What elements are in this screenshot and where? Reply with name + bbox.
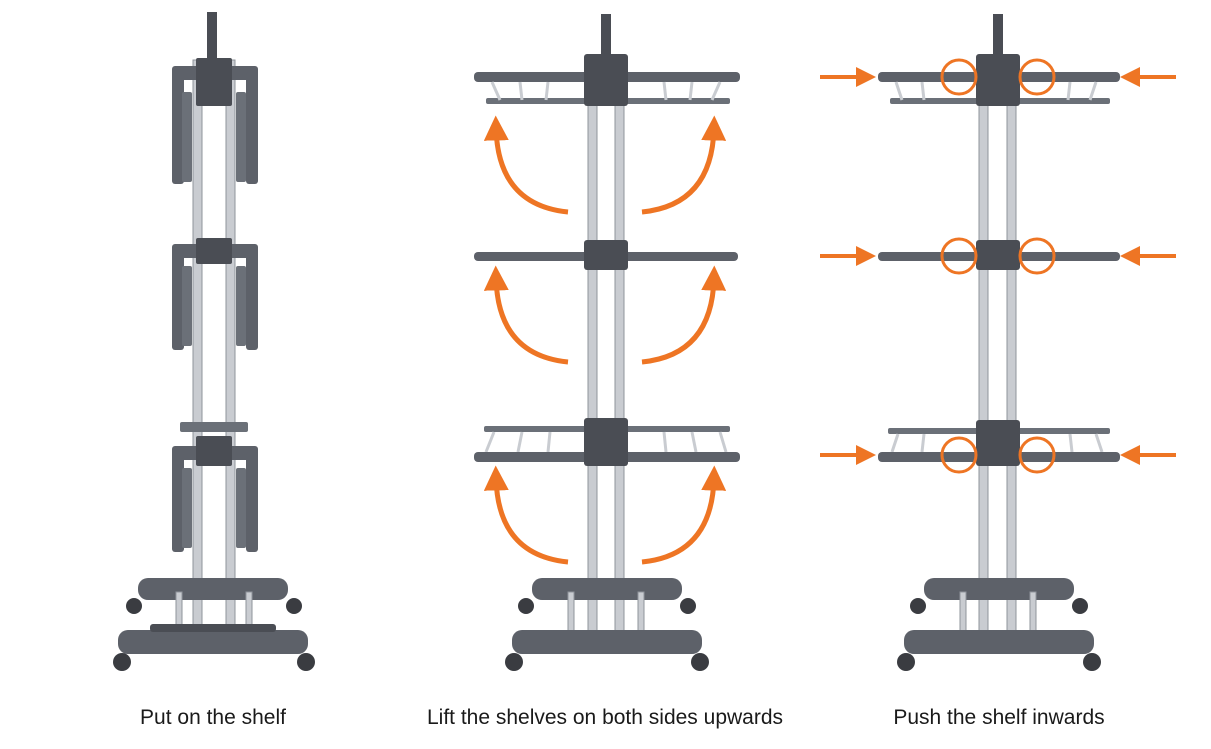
top-hook bbox=[601, 14, 611, 58]
panel-3-locked-rack bbox=[820, 14, 1176, 671]
caster-wheel-icon bbox=[505, 598, 709, 671]
shelf-bottom bbox=[474, 418, 740, 466]
shelf-bottom bbox=[878, 420, 1120, 466]
pole-left bbox=[192, 59, 203, 636]
rack-base bbox=[118, 578, 308, 654]
pole-left bbox=[978, 59, 989, 636]
shelf-middle bbox=[474, 240, 738, 270]
caption-step-3: Push the shelf inwards bbox=[893, 706, 1105, 729]
folded-shelf-middle bbox=[172, 238, 258, 350]
pole-left bbox=[587, 59, 598, 636]
lock-point-circle-icon bbox=[940, 58, 1056, 474]
rack-base bbox=[904, 578, 1094, 654]
curved-up-arrow-icon bbox=[483, 115, 727, 565]
top-hook bbox=[207, 12, 217, 58]
shelf-top bbox=[878, 54, 1120, 106]
folded-shelf-top bbox=[172, 58, 258, 184]
pole-right bbox=[1006, 59, 1017, 636]
caster-wheel-icon bbox=[113, 598, 315, 671]
shelf-top bbox=[474, 54, 740, 106]
top-hook bbox=[993, 14, 1003, 58]
push-inward-arrow-icon bbox=[820, 67, 1176, 465]
caster-wheel-icon bbox=[897, 598, 1101, 671]
pole-right bbox=[614, 59, 625, 636]
shelf-middle bbox=[878, 240, 1120, 270]
pole-right bbox=[225, 59, 236, 636]
rack-base bbox=[512, 578, 702, 654]
caption-step-2: Lift the shelves on both sides upwards bbox=[426, 706, 784, 729]
panel-1-folded-rack bbox=[113, 12, 315, 671]
caption-step-1: Put on the shelf bbox=[140, 706, 286, 729]
folded-shelf-bottom bbox=[172, 422, 258, 552]
panel-2-lifting-rack bbox=[474, 14, 740, 671]
